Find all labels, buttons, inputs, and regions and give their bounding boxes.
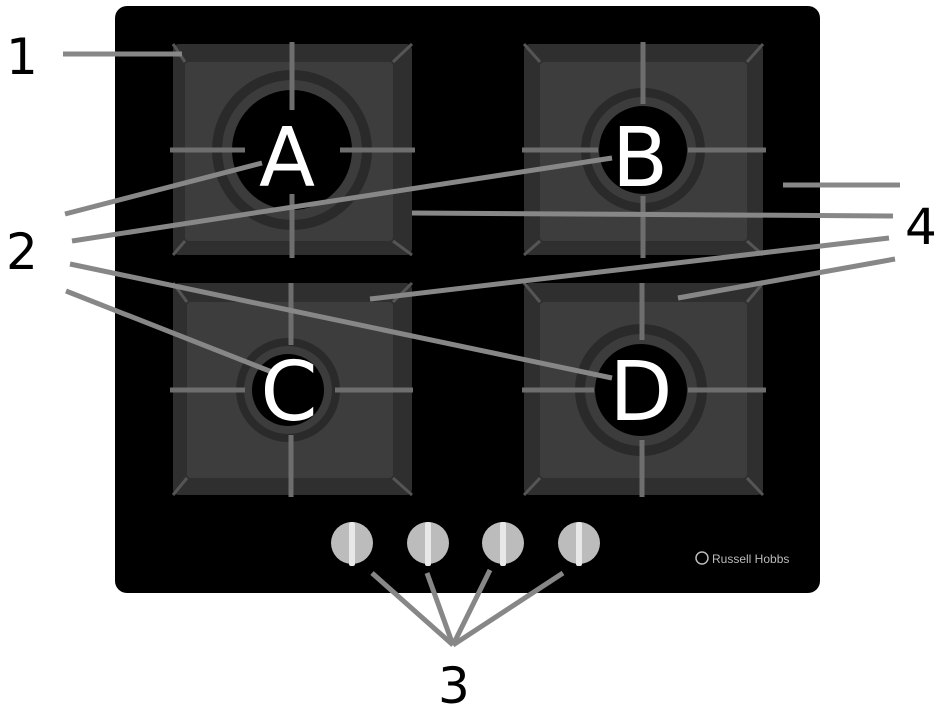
leader-2-b (71, 155, 613, 244)
control-knob-3[interactable] (482, 522, 524, 566)
callout-1: 1 (6, 28, 38, 86)
control-knob-2[interactable] (407, 522, 449, 566)
leader-3-knob4 (451, 570, 565, 648)
callout-3: 3 (438, 657, 470, 709)
leader-2-d (69, 261, 613, 381)
control-knob-4[interactable] (558, 522, 600, 566)
burner-b (581, 88, 705, 212)
grate-c (170, 283, 413, 497)
burner-label-c: C (260, 345, 317, 440)
leader-2-a (64, 160, 263, 217)
callout-4: 4 (905, 198, 937, 256)
leader-3-knob2 (424, 572, 456, 646)
burner-label-b: B (612, 111, 668, 206)
burner-label-a: A (259, 111, 315, 206)
leader-2-c (65, 288, 273, 375)
brand-name: Russell Hobbs (712, 552, 789, 566)
leader-4-d (677, 256, 896, 301)
leader-lines (63, 51, 900, 648)
control-knob-1[interactable] (331, 522, 373, 566)
burner-label-d: D (609, 345, 672, 440)
leader-3-knob1 (370, 571, 455, 647)
leader-4-c (369, 235, 890, 302)
burner-a (212, 70, 372, 230)
leader-3-knob3 (450, 568, 493, 647)
brand-emblem-icon (695, 551, 709, 565)
grate-b (522, 42, 766, 258)
burner-c (236, 338, 340, 442)
leader-4-top (411, 210, 894, 219)
grate-a (170, 42, 415, 258)
callout-2: 2 (6, 223, 38, 281)
burner-d (575, 324, 707, 456)
brand-logo: Russell Hobbs (695, 551, 789, 566)
grate-d (522, 283, 766, 497)
